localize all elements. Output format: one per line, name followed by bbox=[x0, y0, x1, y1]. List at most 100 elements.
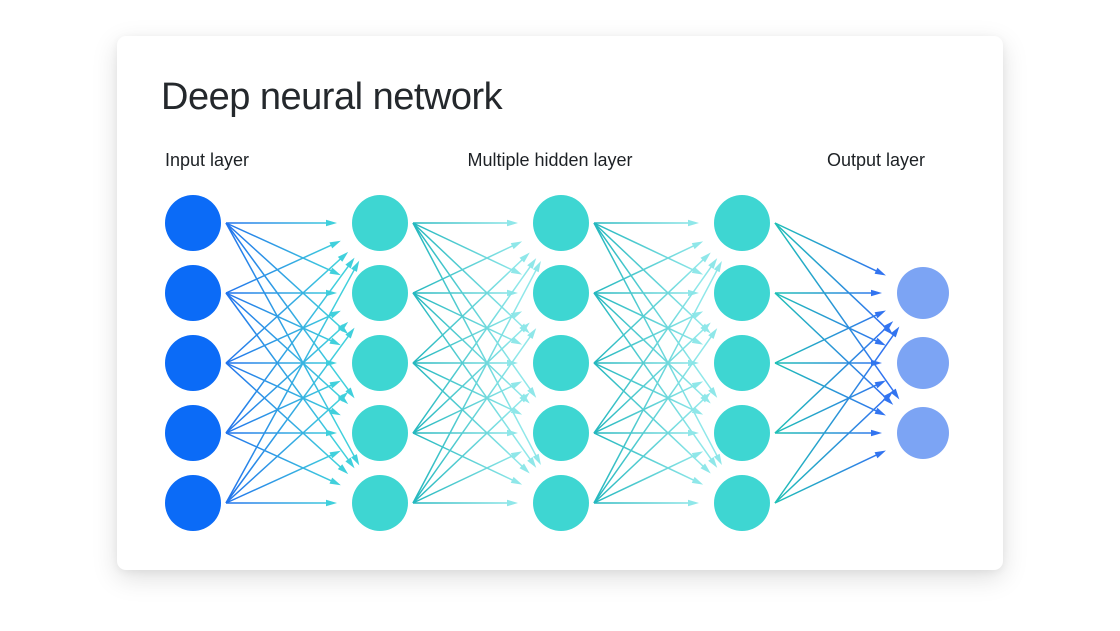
arrowhead-icon bbox=[874, 450, 886, 459]
arrowhead-icon bbox=[510, 241, 523, 250]
arrowhead-icon bbox=[708, 258, 718, 270]
neuron-node bbox=[352, 405, 408, 461]
connection-line bbox=[412, 243, 518, 294]
neuron-node bbox=[714, 265, 770, 321]
arrowhead-icon bbox=[874, 407, 886, 416]
arrowhead-icon bbox=[510, 476, 523, 485]
arrowhead-icon bbox=[329, 380, 341, 389]
arrowhead-icon bbox=[329, 337, 341, 346]
arrowhead-icon bbox=[329, 240, 341, 249]
arrowhead-icon bbox=[345, 327, 355, 339]
arrowhead-icon bbox=[688, 429, 699, 437]
connection-line bbox=[412, 292, 518, 343]
arrowhead-icon bbox=[510, 451, 523, 460]
arrowhead-icon bbox=[527, 386, 537, 398]
connection-line bbox=[412, 362, 518, 413]
connection-line bbox=[593, 222, 720, 461]
arrowhead-icon bbox=[882, 321, 894, 332]
arrowhead-icon bbox=[510, 381, 523, 390]
connection-line bbox=[412, 383, 518, 434]
neuron-node bbox=[165, 265, 221, 321]
connection-line bbox=[225, 452, 336, 504]
connection-line bbox=[412, 313, 518, 364]
connection-line bbox=[412, 332, 534, 504]
page-title: Deep neural network bbox=[161, 76, 503, 118]
arrowhead-icon bbox=[882, 391, 894, 402]
connection-line bbox=[593, 292, 707, 400]
neuron-node bbox=[533, 265, 589, 321]
arrowhead-icon bbox=[874, 310, 886, 319]
neuron-node bbox=[897, 337, 949, 389]
connection-line bbox=[593, 222, 715, 394]
connection-line bbox=[593, 453, 699, 504]
arrowhead-icon bbox=[527, 328, 537, 340]
connection-line bbox=[593, 313, 699, 364]
arrowhead-icon bbox=[527, 456, 537, 468]
arrowhead-icon bbox=[326, 429, 337, 437]
connection-line bbox=[225, 262, 352, 434]
connection-line bbox=[774, 394, 890, 504]
arrowhead-icon bbox=[329, 477, 341, 486]
arrowhead-icon bbox=[691, 451, 704, 460]
output-layer-nodes bbox=[897, 267, 949, 459]
connection-line bbox=[593, 262, 715, 434]
arrowhead-icon bbox=[345, 387, 355, 399]
connection-line bbox=[225, 292, 352, 464]
connection-line bbox=[774, 292, 881, 344]
arrowhead-icon bbox=[345, 457, 355, 469]
connection-line bbox=[412, 222, 534, 394]
connection-line bbox=[412, 222, 518, 273]
connection-line bbox=[593, 265, 720, 504]
connection-line bbox=[225, 222, 352, 394]
connection-line bbox=[412, 222, 539, 461]
arrowhead-icon bbox=[337, 391, 349, 402]
arrowhead-icon bbox=[519, 252, 530, 263]
connection-line bbox=[593, 222, 707, 330]
arrowhead-icon bbox=[329, 407, 341, 416]
arrowhead-icon bbox=[351, 260, 360, 272]
arrowhead-icon bbox=[890, 388, 900, 400]
connection-line bbox=[225, 332, 352, 504]
network-diagram bbox=[165, 195, 949, 531]
connection-line bbox=[593, 326, 707, 434]
neuron-node bbox=[714, 475, 770, 531]
connection-line bbox=[593, 396, 707, 504]
neuron-node bbox=[352, 265, 408, 321]
arrowhead-icon bbox=[713, 453, 722, 465]
hidden-layer-label: Multiple hidden layer bbox=[467, 150, 633, 170]
arrowhead-icon bbox=[345, 257, 355, 269]
arrowhead-icon bbox=[691, 241, 704, 250]
arrowhead-icon bbox=[326, 359, 337, 367]
arrowhead-icon bbox=[337, 251, 349, 262]
arrowhead-icon bbox=[337, 464, 349, 475]
connection-line bbox=[774, 222, 881, 274]
connection-line bbox=[593, 256, 707, 364]
arrowhead-icon bbox=[874, 337, 886, 346]
neuron-node bbox=[165, 475, 221, 531]
arrowhead-icon bbox=[871, 359, 882, 367]
neuron-node bbox=[165, 195, 221, 251]
arrowhead-icon bbox=[691, 381, 704, 390]
connection-line bbox=[412, 326, 526, 434]
arrowhead-icon bbox=[507, 499, 518, 507]
arrowhead-icon bbox=[519, 463, 530, 474]
connection-line bbox=[593, 432, 699, 483]
connection-line bbox=[412, 396, 526, 504]
arrowhead-icon bbox=[691, 476, 704, 485]
connection-line bbox=[225, 292, 345, 401]
arrowhead-icon bbox=[688, 499, 699, 507]
connection-line bbox=[412, 362, 526, 470]
connection-line bbox=[593, 332, 715, 504]
arrowhead-icon bbox=[329, 450, 341, 459]
connection-line bbox=[774, 324, 890, 434]
arrowhead-icon bbox=[351, 454, 360, 466]
connection-line bbox=[225, 242, 336, 294]
connection-group-hidden-layer-1-to-hidden-layer-2 bbox=[412, 219, 541, 507]
arrowhead-icon bbox=[337, 321, 349, 332]
connection-line bbox=[225, 395, 345, 504]
neuron-node bbox=[165, 335, 221, 391]
connection-line bbox=[774, 330, 897, 504]
connection-line bbox=[225, 222, 358, 461]
arrowhead-icon bbox=[700, 392, 711, 403]
connection-line bbox=[225, 432, 336, 484]
